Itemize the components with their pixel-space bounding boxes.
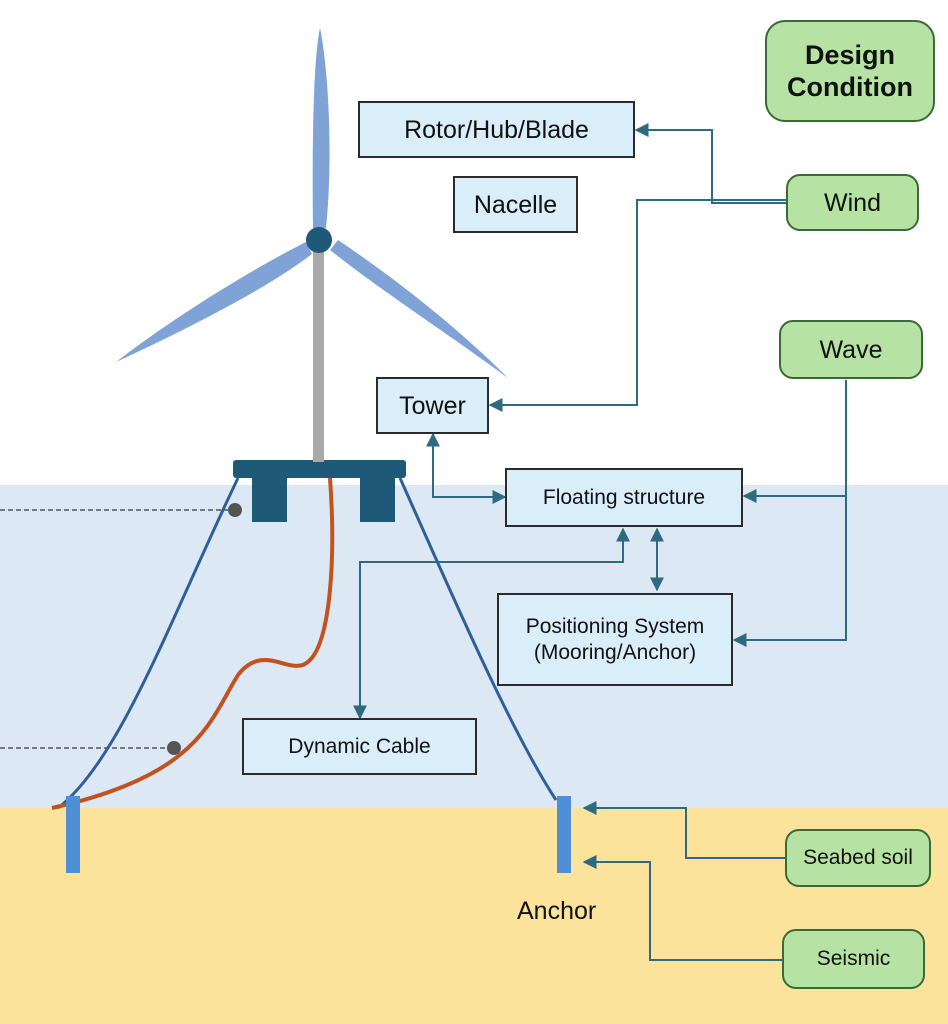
arrow-wind-rotor [634, 123, 788, 204]
seabed-soil-condition-box: Seabed soil [785, 829, 931, 887]
positioning-system-label: Positioning System [525, 615, 705, 639]
mooring-line-left-icon [57, 477, 240, 810]
anchor-pile-right-icon [557, 796, 571, 873]
arrow-seabed-anchor [582, 801, 787, 859]
dynamic-cable-box: Dynamic Cable [242, 718, 477, 775]
floating-structure-label: Floating structure [542, 485, 706, 509]
wind-condition-box: Wind [786, 174, 919, 231]
design-condition-title: Design Condition [765, 20, 935, 122]
arrow-wave-floating [742, 380, 847, 503]
positioning-system-box: Positioning System (Mooring/Anchor) [497, 593, 733, 686]
arrow-floating-cable [353, 527, 630, 720]
arrow-wave-positioning [732, 496, 847, 647]
seismic-label: Seismic [816, 947, 891, 971]
rotor-hub-blade-label: Rotor/Hub/Blade [404, 115, 589, 144]
anchor-pile-left-icon [66, 796, 80, 873]
marker-dot-upper [228, 503, 242, 517]
wind-label: Wind [824, 188, 881, 217]
arrow-tower-floating [426, 432, 507, 504]
wave-condition-box: Wave [779, 320, 923, 379]
dashed-leaders [0, 509, 232, 749]
anchor-label: Anchor [517, 897, 597, 925]
arrow-wind-tower [488, 199, 788, 412]
connector-arrows [353, 123, 847, 961]
seismic-condition-box: Seismic [782, 929, 925, 989]
tower-icon [313, 244, 324, 462]
marker-dot-lower [167, 741, 181, 755]
nacelle-box: Nacelle [453, 176, 578, 233]
positioning-system-sublabel: (Mooring/Anchor) [533, 640, 697, 664]
arrow-seismic-anchor [582, 855, 782, 961]
tower-label: Tower [399, 391, 466, 420]
design-condition-label: Design Condition [787, 39, 913, 102]
floating-platform-icon [233, 460, 406, 522]
dynamic-cable-label: Dynamic Cable [288, 734, 431, 758]
wind-turbine-icon [116, 28, 508, 378]
wave-label: Wave [819, 335, 883, 364]
seabed-soil-label: Seabed soil [803, 846, 913, 870]
floating-structure-box: Floating structure [505, 468, 743, 527]
rotor-hub-blade-box: Rotor/Hub/Blade [358, 101, 635, 158]
dynamic-cable-icon [51, 477, 335, 810]
nacelle-label: Nacelle [473, 190, 558, 219]
tower-box: Tower [376, 377, 489, 434]
